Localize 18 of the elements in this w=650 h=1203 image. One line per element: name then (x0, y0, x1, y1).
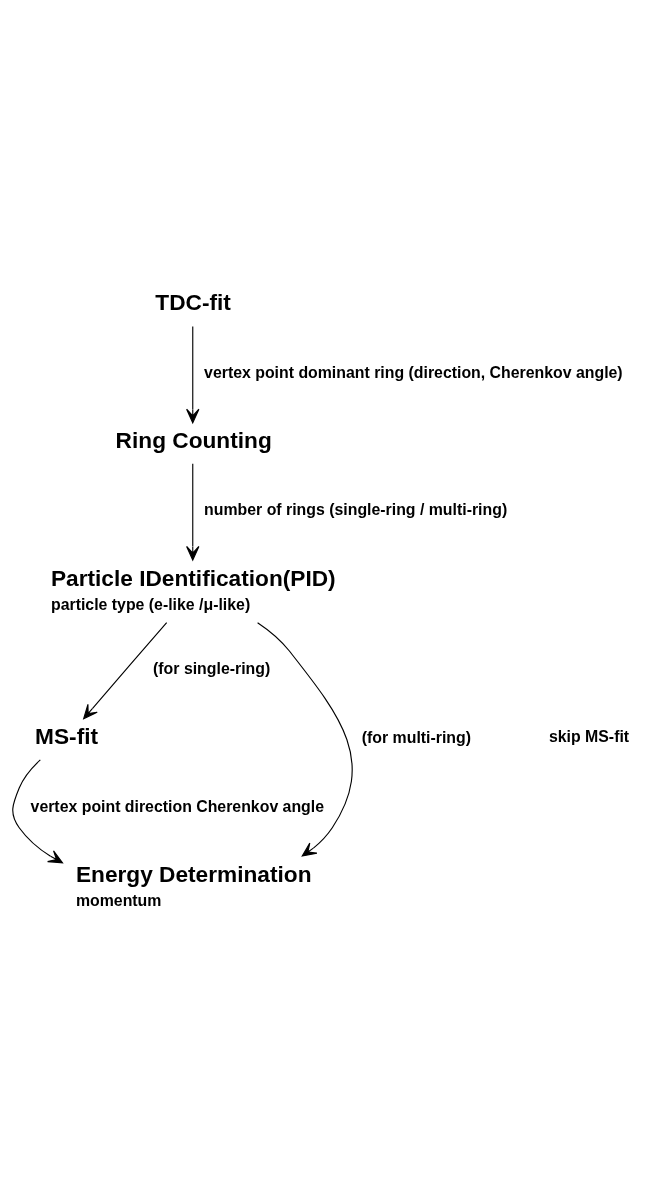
node-text: TDC-fit (155, 288, 231, 315)
arrow (257, 621, 353, 857)
arrow (83, 621, 168, 719)
label: skip MS-fit (548, 727, 630, 745)
edge-label: number of rings (single-ring / multi-ring) (204, 500, 508, 518)
arrow (186, 325, 200, 423)
edge-label: vertex point dominant ring (direction, Cherenkov angle) (204, 363, 623, 381)
edge-label: (for multi-ring) (361, 728, 471, 746)
node-text: Particle IDentification(PID) (50, 564, 336, 591)
node-label: momentum (75, 891, 162, 909)
node-label: particle type (e-like /μ-like) (50, 595, 251, 613)
arrow (12, 758, 64, 863)
arrow (186, 462, 200, 561)
node-text: Ring Counting (115, 426, 272, 453)
edge-label: (for single-ring) (153, 659, 271, 677)
node-text: MS-fit (35, 722, 99, 749)
edge-label: vertex point direction Cherenkov angle (30, 797, 325, 814)
node-text: Energy Determination (75, 860, 312, 887)
